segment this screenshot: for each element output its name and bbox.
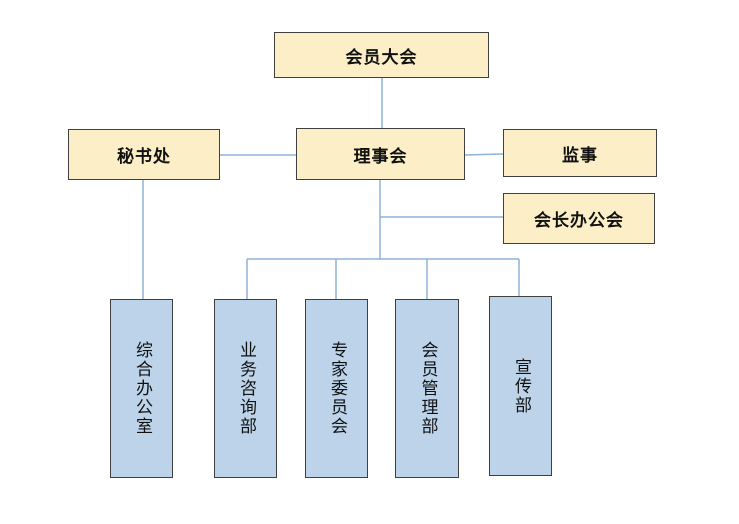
department-box-publicity: 宣传部 [489,296,552,476]
department-label: 宣传部 [511,357,531,415]
council-label: 理事会 [353,146,408,167]
general-assembly-label: 会员大会 [345,47,418,68]
department-label: 综合办公室 [132,341,152,436]
supervisor-label: 监事 [562,145,598,166]
department-label: 专家委员会 [327,341,347,436]
department-box-general-office: 综合办公室 [110,299,173,478]
supervisor-box: 监事 [503,129,657,177]
department-label: 业务咨询部 [236,341,256,436]
secretariat-box: 秘书处 [68,129,220,180]
presidents-office-box: 会长办公会 [503,193,655,244]
department-box-business-consulting: 业务咨询部 [214,299,277,478]
council-box: 理事会 [296,128,465,180]
department-box-member-management: 会员管理部 [395,299,459,478]
department-box-expert-committee: 专家委员会 [305,299,368,478]
connector-council-supervisor [463,153,504,156]
general-assembly-box: 会员大会 [274,32,489,78]
presidents-office-label: 会长办公会 [534,211,624,231]
department-label: 会员管理部 [417,341,438,436]
secretariat-label: 秘书处 [117,147,171,167]
